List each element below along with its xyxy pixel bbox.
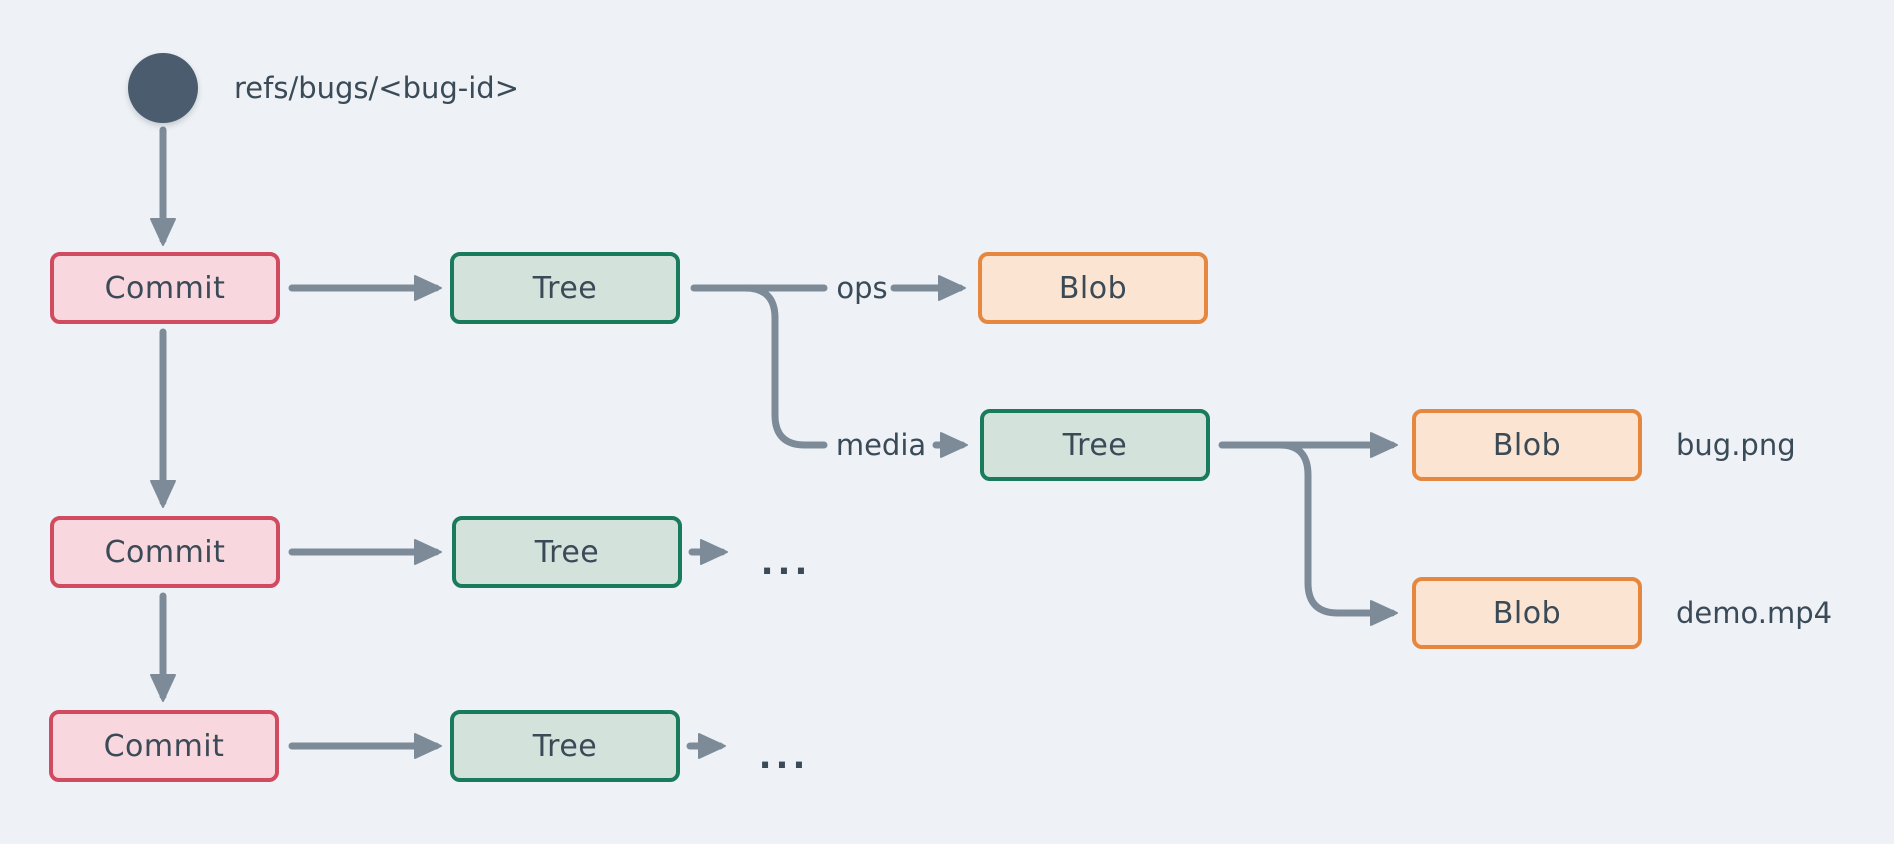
ref-circle (128, 53, 198, 123)
ref-label: refs/bugs/<bug-id> (234, 71, 520, 105)
file-label-demo-mp4: demo.mp4 (1676, 596, 1833, 630)
commit-node-2: Commit (50, 516, 280, 588)
blob-node-ops-label: Blob (1058, 270, 1128, 306)
edge-tree1-media-branch (741, 284, 828, 449)
tree-node-2-label: Tree (534, 534, 600, 570)
ellipsis-row3: ... (758, 737, 810, 777)
blob-node-ops: Blob (978, 252, 1208, 324)
file-label-bug-png: bug.png (1676, 428, 1796, 462)
tree-node-3-label: Tree (532, 728, 598, 764)
tree-node-media: Tree (980, 409, 1210, 481)
commit-node-1: Commit (50, 252, 280, 324)
tree-node-1-label: Tree (532, 270, 598, 306)
tree-node-1: Tree (450, 252, 680, 324)
blob-node-bug: Blob (1412, 409, 1642, 481)
commit-node-3: Commit (49, 710, 279, 782)
edge-label-ops: ops (836, 271, 888, 305)
tree-node-media-label: Tree (1062, 427, 1128, 463)
blob-node-demo: Blob (1412, 577, 1642, 649)
edge-label-media: media (835, 428, 927, 462)
blob-node-bug-label: Blob (1492, 427, 1562, 463)
commit-node-1-label: Commit (104, 270, 226, 306)
edge-treemedia-blobdemo (1276, 441, 1398, 626)
commit-node-3-label: Commit (103, 728, 225, 764)
commit-node-2-label: Commit (104, 534, 226, 570)
tree-node-2: Tree (452, 516, 682, 588)
blob-node-demo-label: Blob (1492, 595, 1562, 631)
tree-node-3: Tree (450, 710, 680, 782)
ellipsis-row2: ... (760, 543, 812, 583)
